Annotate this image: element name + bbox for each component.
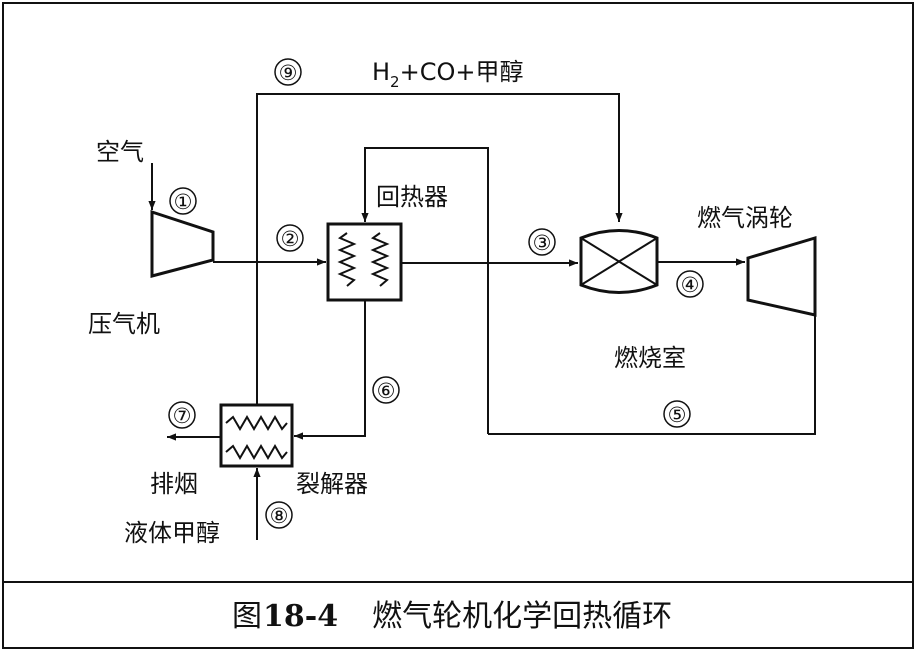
node-3-label: ③ xyxy=(533,231,552,255)
node-9-circle xyxy=(274,58,302,86)
compressor xyxy=(150,209,215,278)
regenerator-coil-left xyxy=(337,232,357,287)
regenerator-coil-right xyxy=(370,232,390,287)
fuel-gas-label: H2+CO+甲醇 xyxy=(372,58,523,91)
liquid-methanol-label: 液体甲醇 xyxy=(124,519,220,547)
node-6-label: ⑥ xyxy=(377,379,396,403)
regenerator-label: 回热器 xyxy=(376,183,448,211)
combustor-label: 燃烧室 xyxy=(614,344,686,372)
stream-9-line xyxy=(256,93,623,405)
node-4-label: ④ xyxy=(681,273,700,297)
air-label: 空气 xyxy=(96,138,144,166)
node-1-circle xyxy=(169,187,197,215)
reformer-coil-top xyxy=(225,415,288,431)
reformer-coil-bottom xyxy=(225,444,288,460)
node-4-circle xyxy=(676,270,704,298)
stream-5-line xyxy=(488,315,816,435)
node-8-label: ⑧ xyxy=(270,504,289,528)
combustor-cross-b xyxy=(580,237,658,286)
turbine-label: 燃气涡轮 xyxy=(697,204,793,232)
node-markers: ① ② ③ ④ ⑤ ⑥ ⑦ ⑧ ⑨ xyxy=(168,58,704,529)
node-9-label: ⑨ xyxy=(279,61,298,85)
stream-6-line xyxy=(294,300,366,440)
hot-gas-to-regenerator xyxy=(361,147,489,434)
reformer-label: 裂解器 xyxy=(296,470,368,498)
node-1-label: ① xyxy=(174,190,193,214)
turbine xyxy=(746,235,817,317)
node-3-circle xyxy=(528,228,556,256)
exhaust-label: 排烟 xyxy=(150,470,198,498)
node-7-label: ⑦ xyxy=(173,404,192,428)
node-5-circle xyxy=(663,400,691,428)
node-7-circle xyxy=(168,401,196,429)
node-5-label: ⑤ xyxy=(668,403,687,427)
node-6-circle xyxy=(372,376,400,404)
node-2-circle xyxy=(276,224,304,252)
node-8-circle xyxy=(265,501,293,529)
node-2-label: ② xyxy=(281,227,300,251)
compressor-label: 压气机 xyxy=(88,310,160,338)
